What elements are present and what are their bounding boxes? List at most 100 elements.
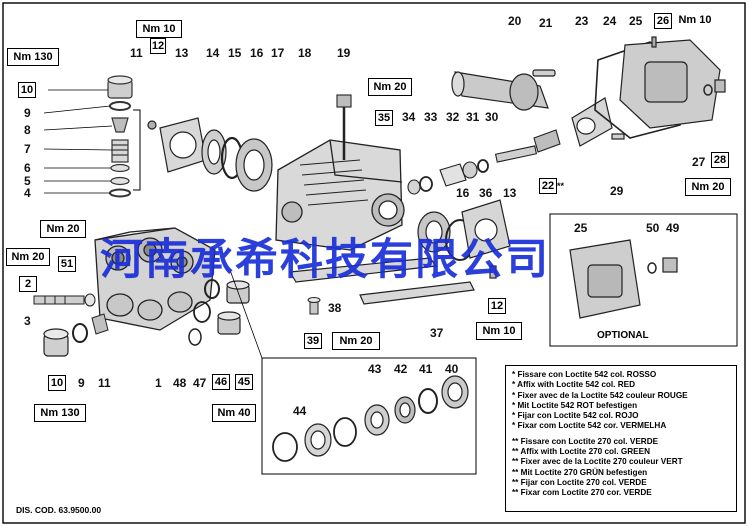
part-1: 1 xyxy=(155,376,162,390)
torque-label-nm10-bottom: Nm 10 xyxy=(476,322,522,340)
boxed-number-35: 35 xyxy=(375,110,393,126)
part-27: 27 xyxy=(692,155,706,169)
part-18: 18 xyxy=(298,46,312,60)
valve-cap-stack xyxy=(107,75,133,198)
part-6: 6 xyxy=(24,161,31,175)
boxed-number-28: 28 xyxy=(711,152,729,168)
part-9-bottom: 9 xyxy=(78,376,85,390)
part-5: 5 xyxy=(24,174,31,188)
base-rails-37 xyxy=(288,257,475,305)
part-17: 17 xyxy=(271,46,285,60)
boxed-number-12-bottom: 12 xyxy=(488,298,506,314)
part-32: 32 xyxy=(446,110,460,124)
part-13-right: 13 xyxy=(503,186,517,200)
part-44: 44 xyxy=(293,404,307,418)
part-43: 43 xyxy=(368,362,382,376)
plug-10-bottom xyxy=(43,323,88,357)
torque-label-nm10-right: Nm 10 xyxy=(673,12,717,28)
part-9-top: 9 xyxy=(24,106,31,120)
pump-head-manifold xyxy=(94,227,216,331)
part-24: 24 xyxy=(603,14,617,28)
legend-270-line: ** Fissare con Loctite 270 col. VERDE xyxy=(512,436,659,446)
part-30: 30 xyxy=(485,110,499,124)
part-8: 8 xyxy=(24,123,31,137)
part-49: 49 xyxy=(666,221,680,235)
part-38: 38 xyxy=(328,301,342,315)
legend-542-line: * Affix with Loctite 542 col. RED xyxy=(512,380,635,390)
legend-270-line: ** Fixer avec de la Loctite 270 couleur … xyxy=(512,457,683,467)
part-11-bottom: 11 xyxy=(98,376,111,390)
part-16-top: 16 xyxy=(250,46,264,60)
part-20: 20 xyxy=(508,14,522,28)
optional-frame xyxy=(549,213,738,347)
part-13-top: 13 xyxy=(175,46,189,60)
boxed-number-10-bottom: 10 xyxy=(48,375,66,391)
torque-label-nm20-mid: Nm 20 xyxy=(368,78,412,96)
boxed-number-51: 51 xyxy=(58,256,76,272)
bracket-11 xyxy=(133,109,141,191)
cover-bearing-group xyxy=(147,117,273,192)
part-50: 50 xyxy=(646,221,660,235)
boxed-number-45: 45 xyxy=(235,374,253,390)
legend-542-line: * Fijar con Loctite 542 col. ROJO xyxy=(512,411,639,421)
legend-542-line: * Mit Loctite 542 ROT befestigen xyxy=(512,400,638,410)
loctite-legend: * Fissare con Loctite 542 col. ROSSO * A… xyxy=(505,365,737,512)
leader-lines-left xyxy=(43,89,113,194)
watermark-text: 河南承希科技有限公司 xyxy=(100,235,550,285)
fitting-11 xyxy=(91,313,109,335)
dipstick-19 xyxy=(336,94,352,160)
part-42: 42 xyxy=(394,362,408,376)
plunger-group xyxy=(407,129,561,195)
legend-542-line: * Fixer avec de la Loctite 542 couleur R… xyxy=(512,390,688,400)
part-7: 7 xyxy=(24,142,31,156)
part-34: 34 xyxy=(402,110,416,124)
part-47: 47 xyxy=(193,376,207,390)
boxed-number-26: 26 xyxy=(654,13,672,29)
bolt-38 xyxy=(307,297,321,315)
right-seal-group xyxy=(417,199,511,279)
optional-label: OPTIONAL xyxy=(597,330,649,341)
part-40: 40 xyxy=(445,362,459,376)
part-31: 31 xyxy=(466,110,480,124)
crankcase xyxy=(275,139,405,251)
part-16-right: 16 xyxy=(456,186,470,200)
part-14: 14 xyxy=(206,46,220,60)
part-48: 48 xyxy=(173,376,187,390)
torque-label-nm130-top: Nm 130 xyxy=(7,48,59,66)
part-33: 33 xyxy=(424,110,438,124)
torque-label-nm10-top: Nm 10 xyxy=(136,20,182,38)
seal-kit-leader xyxy=(229,269,263,359)
boxed-number-46: 46 xyxy=(212,374,230,390)
legend-542-line: * Fixar com Loctite 542 cor. VERMELHA xyxy=(512,421,667,431)
optional-cover xyxy=(569,239,678,319)
legend-270-line: ** Affix with Loctite 270 col. GREEN xyxy=(512,447,650,457)
part-41: 41 xyxy=(419,362,433,376)
part-15: 15 xyxy=(228,46,242,60)
boxed-number-12-top: 12 xyxy=(150,38,166,54)
boxed-number-39: 39 xyxy=(304,333,322,349)
part-19: 19 xyxy=(337,46,351,60)
seal-kit xyxy=(272,375,469,462)
plugs-45-46 xyxy=(188,279,250,346)
torque-label-nm40: Nm 40 xyxy=(212,404,256,422)
legend-270-line: ** Fijar con Loctite 270 col. VERDE xyxy=(512,477,647,487)
part-37: 37 xyxy=(430,326,444,340)
part-21: 21 xyxy=(539,16,553,30)
part-23: 23 xyxy=(575,14,589,28)
part-36: 36 xyxy=(479,186,493,200)
boxed-number-10-top: 10 xyxy=(18,82,36,98)
loctite-marker-22: ** xyxy=(557,181,565,191)
legend-270-line: ** Mit Loctite 270 GRÜN befestigen xyxy=(512,467,648,477)
torque-label-nm130-bottom: Nm 130 xyxy=(34,404,86,422)
part-25-optional: 25 xyxy=(574,221,588,235)
part-4: 4 xyxy=(24,186,31,200)
torque-label-nm20-bottom: Nm 20 xyxy=(332,332,380,350)
part-29: 29 xyxy=(610,184,624,198)
crankshaft-group xyxy=(451,36,726,147)
seal-kit-frame xyxy=(261,357,477,475)
torque-label-nm20-valve: Nm 20 xyxy=(40,220,86,238)
boxed-number-22: 22 xyxy=(539,178,557,194)
drawing-code: DIS. COD. 63.9500.00 xyxy=(16,505,102,515)
